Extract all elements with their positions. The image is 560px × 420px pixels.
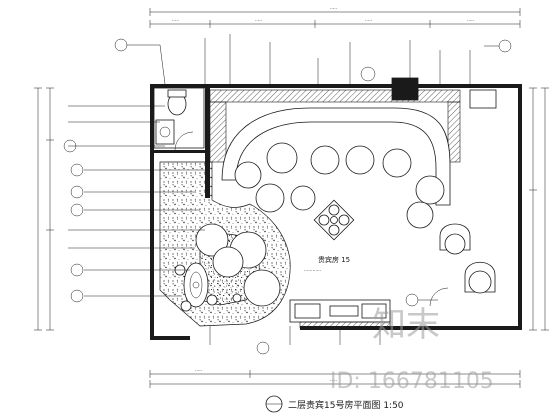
lounge-chair — [406, 201, 434, 229]
dimension-text: ····· — [172, 19, 179, 24]
dimension-text: ····· — [330, 379, 337, 384]
building-walls — [150, 77, 522, 340]
room-note: ············ — [304, 269, 321, 274]
dimension-text: ····· — [255, 19, 262, 24]
coffee-table — [313, 199, 355, 241]
watermark: 知末 ID: 166781105 — [330, 305, 494, 394]
lounge-chair — [290, 185, 316, 211]
drawing-title: 二层贵宾15号房平面图 1:50 — [288, 399, 404, 411]
right-armchairs — [429, 223, 496, 307]
lounge-chair — [234, 161, 262, 189]
lounge-chair — [255, 183, 285, 213]
left-dimension-chain — [34, 87, 54, 331]
callout-marker — [256, 341, 270, 355]
right-dimension-chain — [529, 87, 549, 331]
drawing-title-block: 二层贵宾15号房平面图 1:50 — [265, 395, 404, 413]
callout-marker — [70, 163, 84, 177]
wall-cladding — [209, 89, 461, 163]
callout-marker — [70, 203, 84, 217]
lounge-chair — [345, 145, 375, 175]
callout-marker — [114, 38, 128, 52]
bottom-callouts — [209, 293, 438, 355]
top-dimension-chain: ····· ····· ····· ····· ····· — [149, 7, 521, 28]
room-label: 贵宾房 15 — [318, 255, 350, 264]
dimension-text: ····· — [365, 19, 372, 24]
wash-basin-icon — [155, 119, 175, 145]
callout-marker — [70, 263, 84, 277]
callout-marker — [70, 289, 84, 303]
watermark-id: ID: 166781105 — [330, 369, 494, 394]
callout-marker — [63, 139, 77, 153]
lounge-chair — [382, 148, 412, 178]
curved-sofa — [221, 107, 451, 229]
lounge-chair — [415, 175, 445, 205]
callout-marker — [498, 39, 512, 53]
bottom-dimension-chain: ····· ····· — [149, 369, 521, 388]
dining-set — [174, 223, 281, 312]
bathroom — [153, 87, 205, 151]
callout-marker — [70, 185, 84, 199]
callout-marker — [360, 66, 376, 82]
dimension-text: ····· — [195, 369, 202, 374]
watermark-brand: 知末 — [372, 305, 440, 345]
dimension-text: ····· — [467, 19, 474, 24]
dimension-text: ····· — [330, 7, 337, 12]
lounge-chair — [310, 145, 340, 175]
bottom-cabinet — [289, 299, 391, 329]
lounge-chair — [266, 142, 298, 174]
left-callouts — [63, 105, 205, 303]
top-callouts — [114, 34, 512, 88]
